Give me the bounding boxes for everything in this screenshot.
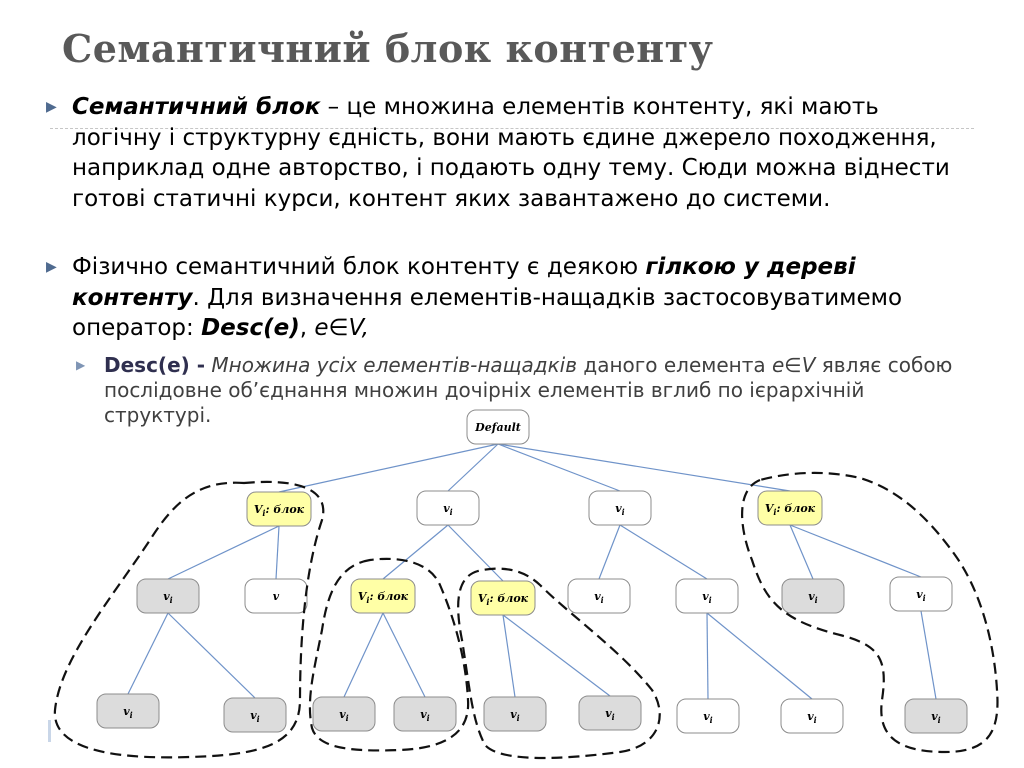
bullet-arrow-icon: ▶ xyxy=(46,259,57,275)
tree-node: vi xyxy=(781,578,845,614)
tree-edge-b1-c12 xyxy=(275,525,280,580)
tree-node-label: Default xyxy=(474,421,521,434)
tree-edge-b21-g212 xyxy=(382,612,426,698)
block-region-4 xyxy=(741,471,999,754)
subbullet-desc: ▶ Desc(e) - Множина усіх елементів-нащад… xyxy=(76,353,956,428)
tree-node-block: Vi: блок xyxy=(350,578,416,614)
tree-node-label: vi xyxy=(339,708,348,723)
tree-node-label: vi xyxy=(594,590,603,605)
subbullet-text: Desc(e) - Множина усіх елементів-нащадкі… xyxy=(104,353,956,428)
tree-edge-n2-b21 xyxy=(382,524,449,580)
tree-node-root: Default xyxy=(466,409,530,445)
block-region-2 xyxy=(308,557,470,752)
tree-node-label: vi xyxy=(808,590,817,605)
tree-node: vi xyxy=(904,698,968,734)
desc-definition: Множина усіх елементів-нащадків xyxy=(205,353,578,377)
tree-node-label: vi xyxy=(420,708,429,723)
element-symbol: e∈V xyxy=(772,353,816,377)
operator-domain: e∈V, xyxy=(314,315,369,341)
tree-node-label: Vi: блок xyxy=(765,502,816,517)
tree-edge-b4-c42 xyxy=(789,524,922,578)
tree-node-label: v xyxy=(273,590,280,603)
block-region-1 xyxy=(53,480,325,759)
bullet-physical-block: ▶ Фізично семантичний блок контенту є де… xyxy=(46,252,962,344)
block-region-3 xyxy=(457,567,661,760)
tree-node-label: Vi: блок xyxy=(254,503,305,518)
tree-edge-c32-g321 xyxy=(706,612,709,700)
tree-edge-c11-g111 xyxy=(127,612,169,695)
tree-node-label: vi xyxy=(443,502,452,517)
tree-node: vi xyxy=(312,696,376,732)
bullet-text: Семантичний блок – це множина елементів … xyxy=(72,92,962,214)
tree-edge-b4-c41 xyxy=(789,524,814,580)
separator: , xyxy=(299,315,315,341)
tree-node: vi xyxy=(675,578,739,614)
tree-node: v xyxy=(244,578,308,614)
tree-node: vi xyxy=(578,695,642,731)
tree-edge-root-b4 xyxy=(497,443,791,492)
tree-node: vi xyxy=(96,693,160,729)
tree-node: vi xyxy=(780,698,844,734)
title-divider xyxy=(50,128,974,129)
tree-node-label: vi xyxy=(250,709,259,724)
subbullet-arrow-icon: ▶ xyxy=(76,358,86,372)
text-part: даного елемента xyxy=(577,353,772,377)
tree-edge-c11-g112 xyxy=(167,612,256,699)
tree-node: vi xyxy=(483,696,547,732)
tree-edge-b22-g222 xyxy=(502,614,611,697)
text-part: Фізично семантичний блок контенту є деяк… xyxy=(72,254,646,280)
tree-node: vi xyxy=(676,698,740,734)
tree-node-label: vi xyxy=(703,710,712,725)
tree-edge-c42-g421 xyxy=(920,610,937,700)
tree-node-label: vi xyxy=(615,502,624,517)
bullet-text: Фізично семантичний блок контенту є деяк… xyxy=(72,252,962,344)
tree-edge-b21-g211 xyxy=(343,612,384,698)
term-content-tree-branch: гілкою у дереві контенту xyxy=(72,254,856,311)
bullet-definition: – це множина елементів контенту, які маю… xyxy=(72,94,950,212)
term-semantic-block: Семантичний блок xyxy=(72,94,321,120)
tree-edge-root-n2 xyxy=(447,443,499,492)
slide-edge-marker xyxy=(48,720,51,742)
tree-node: vi xyxy=(889,576,953,612)
tree-node-label: vi xyxy=(916,588,925,603)
tree-node-block: Vi: блок xyxy=(757,490,823,526)
tree-node-label: vi xyxy=(123,705,132,720)
tree-edge-root-n3 xyxy=(497,443,621,492)
bullet-semantic-block: ▶ Семантичний блок – це множина елементі… xyxy=(46,92,962,214)
tree-node-block: Vi: блок xyxy=(470,580,536,616)
tree-node-label: Vi: блок xyxy=(478,592,529,607)
tree-node-label: Vi: блок xyxy=(358,590,409,605)
slide-title: Семантичний блок контенту xyxy=(62,26,714,71)
tree-node-label: vi xyxy=(605,707,614,722)
tree-node-label: vi xyxy=(807,710,816,725)
tree-node: vi xyxy=(416,490,480,526)
tree-node-label: vi xyxy=(163,590,172,605)
desc-name: Desc(e) - xyxy=(104,353,206,377)
tree-edge-root-b1 xyxy=(278,443,499,493)
bullet-arrow-icon: ▶ xyxy=(46,99,57,115)
tree-edge-n3-c31 xyxy=(598,524,621,580)
tree-edge-c32-g322 xyxy=(706,612,813,700)
operator-desc: Desc(e) xyxy=(201,315,300,341)
tree-node: vi xyxy=(136,578,200,614)
tree-node-label: vi xyxy=(510,708,519,723)
text-part: . Для визначення елементів-нащадків заст… xyxy=(72,284,903,342)
tree-node: vi xyxy=(567,578,631,614)
tree-node-label: vi xyxy=(702,590,711,605)
text-part: являє собою послідовне об’єднання множин… xyxy=(104,353,953,427)
tree-edge-b1-c11 xyxy=(167,525,280,580)
tree-edge-n3-c32 xyxy=(619,524,708,580)
tree-edge-b22-g221 xyxy=(502,614,516,698)
tree-node: vi xyxy=(588,490,652,526)
tree-node-label: vi xyxy=(931,710,940,725)
tree-node-block: Vi: блок xyxy=(246,491,312,527)
tree-node: vi xyxy=(223,697,287,733)
tree-node: vi xyxy=(393,696,457,732)
tree-edge-n2-b22 xyxy=(447,524,504,582)
